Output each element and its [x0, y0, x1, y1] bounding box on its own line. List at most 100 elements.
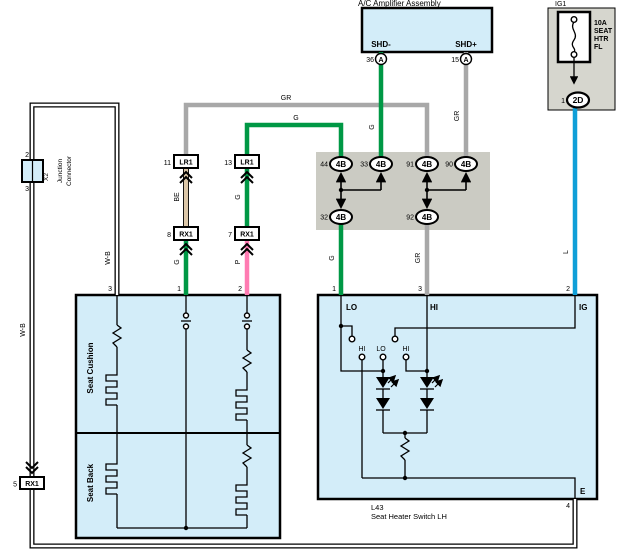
seat-heater-switch-block	[316, 293, 599, 501]
fuse-pin-2d: 2D 1	[561, 91, 591, 109]
amp-pin-conn-a2: A	[463, 57, 468, 64]
switch-pin-e-number: 4	[566, 503, 570, 510]
amp-label-shd-minus: SHD-	[371, 40, 391, 49]
heater-element-symbol	[105, 462, 118, 495]
switch-arm-contact	[348, 335, 356, 343]
resistor-symbol	[111, 324, 123, 348]
amp-title: A/C Amplifier Assembly	[358, 0, 441, 8]
connector-rx1-right: RX1 7	[228, 226, 260, 256]
fuse-symbol	[569, 16, 579, 85]
jc-pin-top-number: 2	[25, 152, 29, 159]
jc-pin-bottom-number: 3	[25, 186, 29, 193]
fuse-pin-conn: 2D	[573, 95, 584, 105]
switch-label-e: E	[580, 487, 586, 496]
wire-label-p-7: P	[235, 259, 242, 264]
pin-92-number: 92	[406, 215, 414, 222]
switch-label-hi: HI	[430, 303, 438, 312]
seat-heater-internals	[105, 295, 253, 531]
switch-code: L43	[371, 503, 384, 512]
heater-element-symbol	[235, 483, 248, 516]
harness-arrow-icon	[25, 461, 39, 475]
harness-arrow-icon	[179, 242, 193, 256]
pin-91-conn: 4B	[422, 160, 432, 169]
amp-pin-conn-a1: A	[378, 57, 383, 64]
pin-33-number: 33	[360, 162, 368, 169]
amp-pin-number-15: 15	[451, 57, 459, 64]
seat-heater-block	[74, 293, 282, 540]
harness-arrow-icon	[179, 170, 193, 184]
junction-connector-box	[21, 159, 44, 183]
amp-label-shd-plus: SHD+	[455, 40, 477, 49]
fuse-label-line1: 10A	[594, 20, 607, 27]
pin-90-conn: 4B	[461, 160, 471, 169]
lr1-left-code: LR1	[179, 160, 192, 167]
wire-label-g-top: G	[293, 115, 298, 122]
amp-pin-shd-plus: A 15	[451, 52, 473, 66]
wire-label-be: BE	[174, 192, 181, 202]
junction-4b-pins: 4B 44 4B 33 4B 91 4B 90 4B 32 4B 92	[320, 156, 478, 225]
seat-pin3-number: 3	[108, 286, 112, 293]
rx1-left-code: RX1	[179, 232, 193, 239]
wire-gr-top	[183, 102, 430, 157]
wire-label-g-shd: G	[369, 124, 376, 129]
switch-pin-ig-number: 2	[566, 286, 570, 293]
amp-pin-number-36: 36	[366, 57, 374, 64]
wire-g-lr1-to-44	[244, 122, 344, 157]
wire-label-g-13: G	[235, 194, 242, 199]
fuse-label-line2: SEAT	[594, 28, 613, 35]
pin-44-conn: 4B	[336, 160, 346, 169]
seat-back-label: Seat Back	[86, 463, 95, 502]
pin-32-number: 32	[320, 215, 328, 222]
lr1-right-number: 13	[224, 160, 232, 167]
resistor-symbol	[399, 437, 411, 461]
pin-33-conn: 4B	[376, 160, 386, 169]
jc-name-line1: Junction	[57, 159, 64, 184]
resistor-symbol	[241, 444, 253, 468]
heater-element-symbol	[105, 373, 118, 406]
fuse-box-title: IG1	[555, 1, 566, 8]
thermostat-symbol	[181, 312, 191, 330]
wire-label-wb-seat: W-B	[105, 251, 112, 265]
connector-rx1-bottom: RX1 5	[13, 461, 45, 490]
rx1-bottom-number: 5	[13, 482, 17, 489]
harness-arrow-icon	[240, 170, 254, 184]
junction-4b-arrows	[335, 171, 472, 210]
amp-pin-shd-minus: A 36	[366, 52, 388, 66]
pin-32-conn: 4B	[336, 213, 346, 222]
switch-contact-lo	[379, 353, 387, 361]
jc-code: X2	[43, 173, 50, 181]
switch-contact-label-hi2: HI	[403, 346, 410, 353]
connector-rx1-left: RX1 8	[167, 226, 199, 256]
switch-internals	[338, 295, 576, 499]
fuse-label-line3: HTR	[594, 36, 608, 43]
wire-label-gr-shd: GR	[454, 111, 461, 122]
switch-pin-hi-number: 3	[418, 286, 422, 293]
led-emission-arrow-icon	[390, 378, 400, 388]
fuse-label-line4: FL	[594, 44, 603, 51]
switch-contact-hi2	[402, 353, 410, 361]
wire-label-wb-left: W-B	[20, 323, 27, 337]
rx1-right-code: RX1	[240, 232, 254, 239]
led-indicator-lo	[376, 371, 400, 433]
switch-arm-contact	[391, 335, 399, 343]
diode-symbol	[420, 398, 434, 409]
heater-element-symbol	[235, 388, 248, 421]
rx1-right-number: 7	[228, 232, 232, 239]
resistor-symbol	[241, 349, 253, 373]
harness-arrow-icon	[240, 242, 254, 256]
switch-label-ig: IG	[579, 303, 587, 312]
fuse-pin-number: 1	[561, 98, 565, 105]
wire-label-gr-top: GR	[281, 95, 292, 102]
diode-symbol	[376, 398, 390, 409]
switch-label-lo: LO	[346, 303, 357, 312]
pin-92-conn: 4B	[422, 213, 432, 222]
switch-pin-lo-number: 1	[332, 286, 336, 293]
wire-label-g-lo: G	[329, 255, 336, 260]
led-indicator-hi	[420, 371, 444, 433]
seat-pin1-number: 1	[177, 286, 181, 293]
wire-label-g-8: G	[174, 259, 181, 264]
connector-lr1-right: LR1 13	[224, 154, 260, 184]
rx1-left-number: 8	[167, 232, 171, 239]
